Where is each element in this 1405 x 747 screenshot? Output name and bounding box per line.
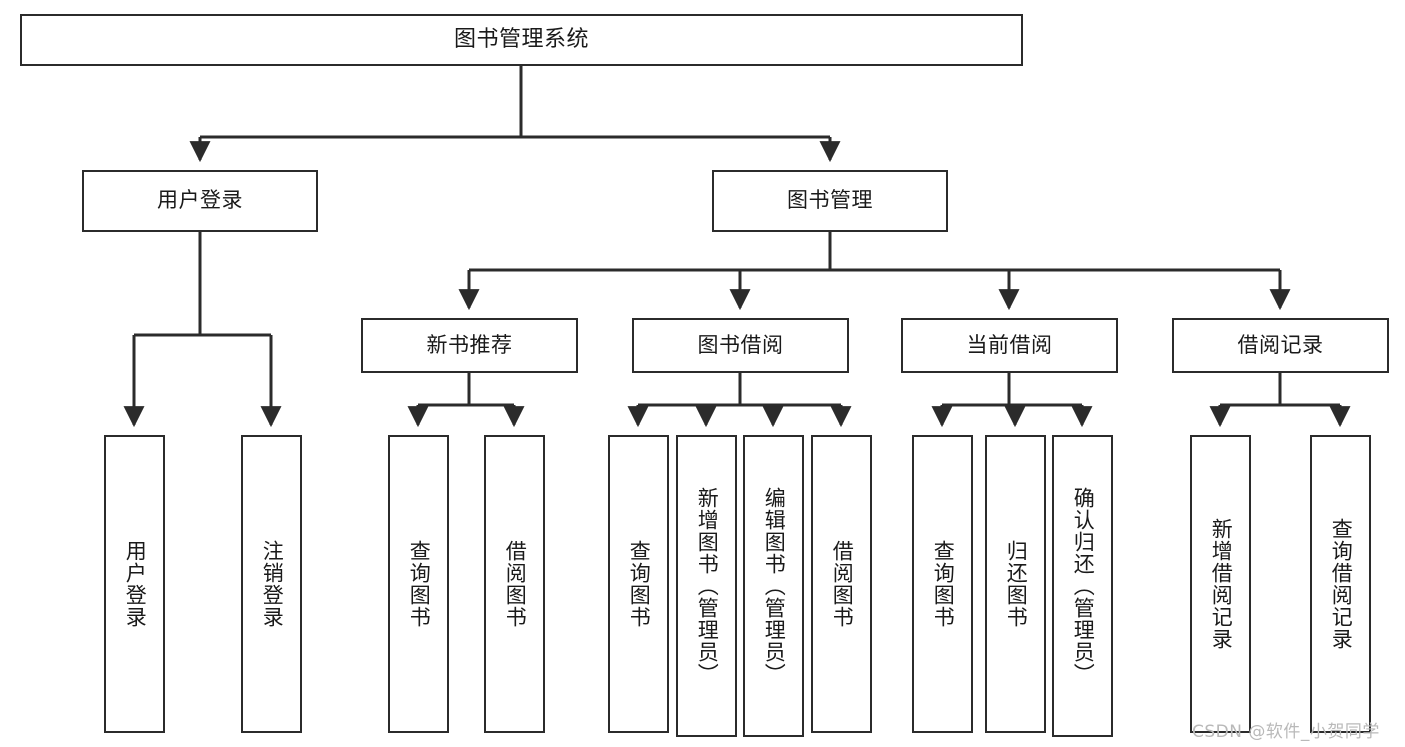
node-leaf-rec-borrow-label: 借阅图书 xyxy=(503,540,528,628)
node-leaf-borrow-add-label: 新增图书（管理员） xyxy=(695,487,720,685)
node-user-login[interactable]: 用户登录 xyxy=(82,170,318,232)
node-leaf-user-logout-label: 注销登录 xyxy=(260,540,285,628)
node-leaf-borrow-edit[interactable]: 编辑图书（管理员） xyxy=(743,435,804,737)
node-borrow-record-label: 借阅记录 xyxy=(1237,332,1324,357)
node-leaf-cur-query-label: 查询图书 xyxy=(931,540,956,628)
node-new-book-rec-label: 新书推荐 xyxy=(426,332,513,357)
node-leaf-cur-query[interactable]: 查询图书 xyxy=(912,435,973,733)
node-leaf-borrow-query-label: 查询图书 xyxy=(627,540,652,628)
node-leaf-cur-confirm-label: 确认归还（管理员） xyxy=(1071,487,1096,685)
node-current-borrow-label: 当前借阅 xyxy=(966,332,1053,357)
node-leaf-rec-borrow[interactable]: 借阅图书 xyxy=(484,435,545,733)
node-leaf-borrow-query[interactable]: 查询图书 xyxy=(608,435,669,733)
node-leaf-user-login-label: 用户登录 xyxy=(123,540,148,628)
node-book-borrow-label: 图书借阅 xyxy=(697,332,784,357)
node-leaf-borrow-add[interactable]: 新增图书（管理员） xyxy=(676,435,737,737)
node-leaf-borrow-edit-label: 编辑图书（管理员） xyxy=(762,487,787,685)
node-leaf-user-login[interactable]: 用户登录 xyxy=(104,435,165,733)
node-new-book-rec[interactable]: 新书推荐 xyxy=(361,318,578,373)
node-leaf-user-logout[interactable]: 注销登录 xyxy=(241,435,302,733)
node-book-borrow[interactable]: 图书借阅 xyxy=(632,318,849,373)
node-leaf-cur-return[interactable]: 归还图书 xyxy=(985,435,1046,733)
node-leaf-borrow-do-label: 借阅图书 xyxy=(830,540,855,628)
node-user-login-label: 用户登录 xyxy=(157,188,243,213)
node-root-label: 图书管理系统 xyxy=(453,26,589,52)
node-root[interactable]: 图书管理系统 xyxy=(20,14,1023,66)
node-leaf-rec-query-label: 查询图书 xyxy=(407,540,432,628)
node-book-manage[interactable]: 图书管理 xyxy=(712,170,948,232)
node-book-manage-label: 图书管理 xyxy=(787,188,873,213)
node-leaf-borrow-do[interactable]: 借阅图书 xyxy=(811,435,872,733)
node-leaf-rec-query[interactable]: 查询图书 xyxy=(388,435,449,733)
node-leaf-rec-query2-label: 查询借阅记录 xyxy=(1329,518,1354,650)
node-leaf-rec-query2[interactable]: 查询借阅记录 xyxy=(1310,435,1371,733)
node-leaf-cur-return-label: 归还图书 xyxy=(1004,540,1029,628)
node-borrow-record[interactable]: 借阅记录 xyxy=(1172,318,1389,373)
node-leaf-rec-add-label: 新增借阅记录 xyxy=(1209,518,1234,650)
node-current-borrow[interactable]: 当前借阅 xyxy=(901,318,1118,373)
node-leaf-rec-add[interactable]: 新增借阅记录 xyxy=(1190,435,1251,733)
node-leaf-cur-confirm[interactable]: 确认归还（管理员） xyxy=(1052,435,1113,737)
